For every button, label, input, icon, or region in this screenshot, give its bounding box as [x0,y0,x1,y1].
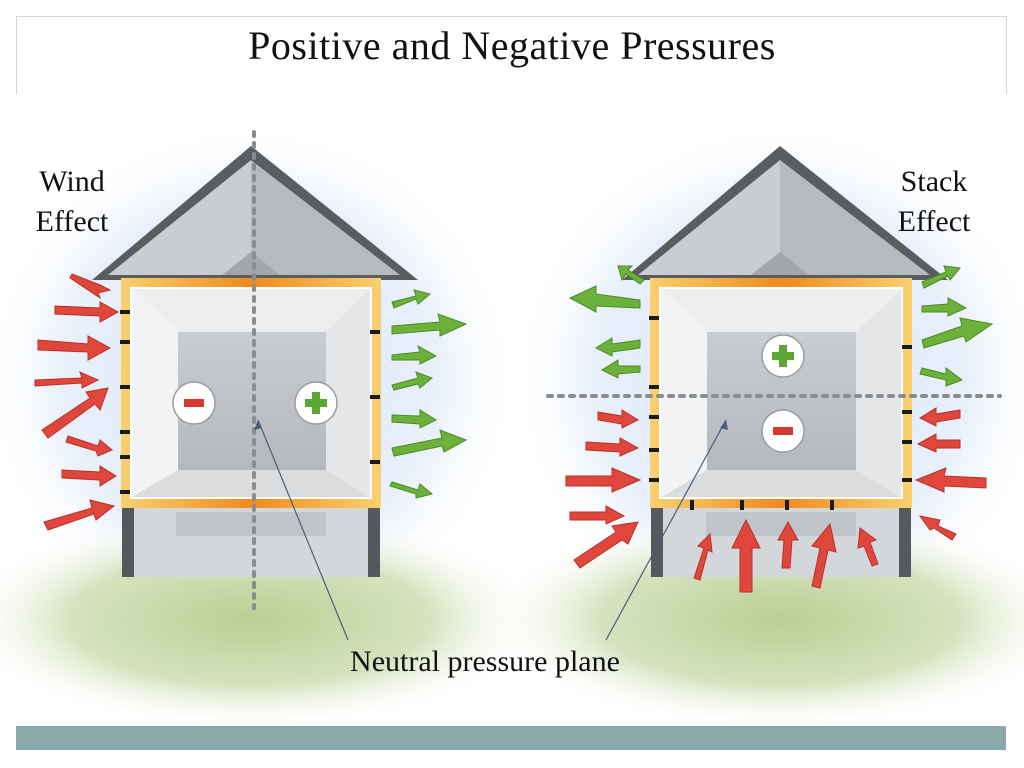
wind-outflow-arrows [389,289,468,499]
frame-left-line [16,16,17,94]
footer-bar [16,726,1006,750]
wind-effect-label-line2: Effect [35,205,109,238]
stack-inflow-arrows [565,407,987,593]
stack-effect-label-line1: Stack [900,165,968,198]
stack-minus-badge-icon [761,409,805,453]
stack-effect-label: Stack Effect [884,162,984,242]
wind-plus-badge-icon [294,381,338,425]
neutral-pressure-plane-label: Neutral pressure plane [350,645,620,678]
stack-effect-label-line2: Effect [897,205,971,238]
stack-house [546,146,1002,577]
stack-plus-badge-icon [761,334,805,378]
wind-effect-label-line1: Wind [39,165,105,198]
page-title: Positive and Negative Pressures [248,23,776,68]
stack-outflow-arrows [568,265,994,387]
frame-top-line [16,16,1006,17]
npp-leader-left [257,419,349,641]
npp-leader-right [605,419,727,641]
wind-house [92,130,418,610]
frame-right-line [1006,16,1007,94]
wind-minus-badge-icon [172,381,216,425]
wind-inflow-arrows [34,273,120,531]
wind-effect-label: Wind Effect [22,162,122,242]
